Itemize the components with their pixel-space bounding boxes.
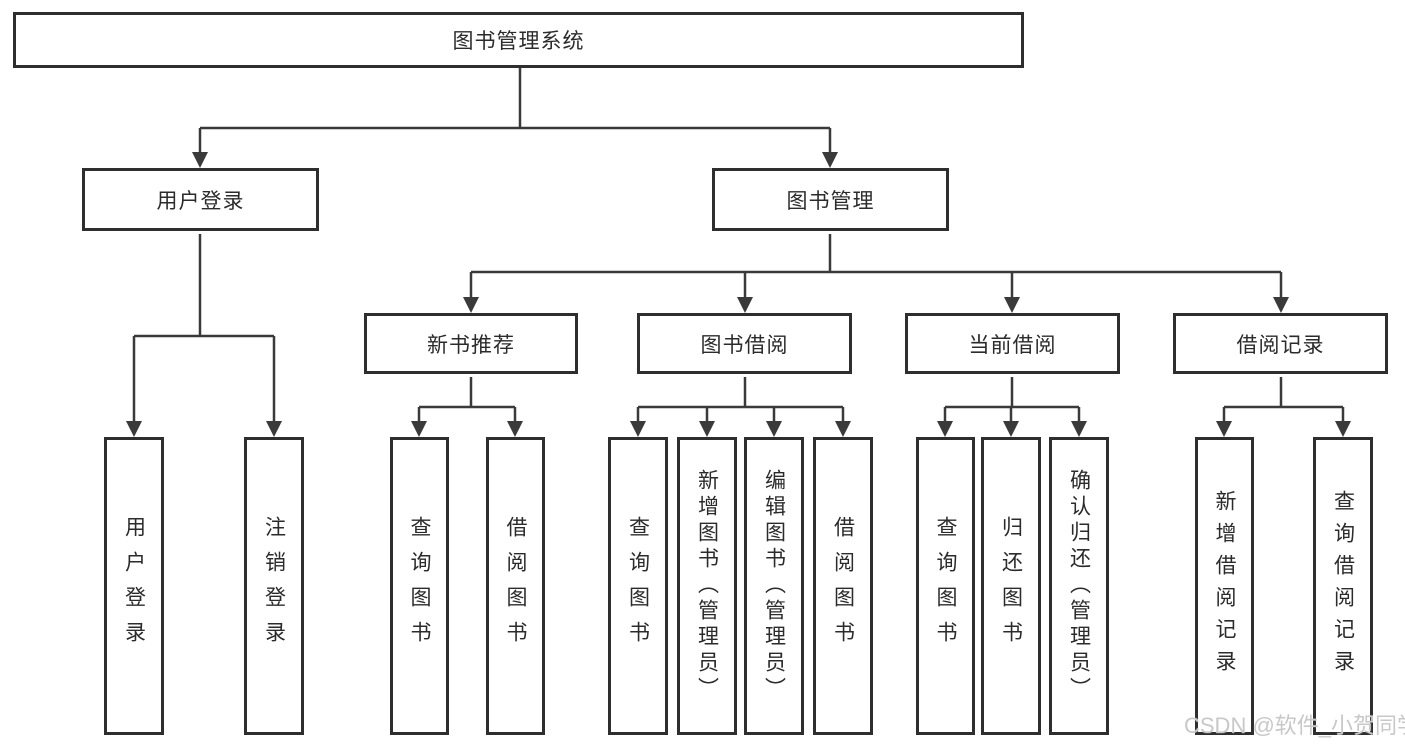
node-root-system-label: 图书管理系统 [452, 30, 585, 53]
leaf-add-book-admin-label: 新增图书（管理员） [695, 469, 719, 703]
node-current-borrow: 当前借阅 [905, 313, 1120, 374]
node-user-login: 用户登录 [82, 168, 319, 231]
leaf-add-book-admin: 新增图书（管理员） [677, 437, 737, 735]
leaf-query-book-borrow: 查询图书 [608, 437, 668, 735]
node-user-login-label: 用户登录 [156, 189, 245, 213]
node-current-borrow-label: 当前借阅 [968, 333, 1057, 357]
node-borrow-record: 借阅记录 [1173, 313, 1388, 374]
leaf-query-borrow-record: 查询借阅记录 [1313, 437, 1373, 735]
leaf-return-book-label: 归还图书 [999, 516, 1023, 656]
leaf-borrow-book-borrow: 借阅图书 [813, 437, 873, 735]
leaf-user-login: 用户登录 [104, 437, 164, 735]
csdn-watermark: CSDN @软件_小贺同学 [1184, 713, 1405, 738]
node-new-book-recommend-label: 新书推荐 [427, 333, 515, 357]
leaf-edit-book-admin: 编辑图书（管理员） [744, 437, 804, 735]
leaf-query-book-current-label: 查询图书 [934, 516, 957, 656]
node-root-system: 图书管理系统 [13, 12, 1024, 68]
leaf-add-borrow-record-label: 新增借阅记录 [1213, 490, 1236, 682]
leaf-user-login-label: 用户登录 [122, 516, 146, 656]
leaf-confirm-return-admin-label: 确认归还（管理员） [1067, 469, 1091, 703]
leaf-add-borrow-record: 新增借阅记录 [1195, 437, 1254, 735]
leaf-query-book-recommend: 查询图书 [390, 437, 449, 735]
arrowheads [126, 152, 1351, 437]
node-book-borrow: 图书借阅 [637, 313, 852, 374]
leaf-borrow-book-recommend-label: 借阅图书 [504, 516, 527, 656]
leaf-query-book-borrow-label: 查询图书 [626, 516, 650, 656]
leaf-logout: 注销登录 [244, 437, 304, 735]
leaf-logout-label: 注销登录 [262, 516, 286, 656]
leaf-edit-book-admin-label: 编辑图书（管理员） [762, 469, 786, 703]
leaf-borrow-book-recommend: 借阅图书 [486, 437, 545, 735]
node-book-management-label: 图书管理 [786, 189, 875, 213]
node-borrow-record-label: 借阅记录 [1236, 333, 1325, 357]
leaf-return-book: 归还图书 [981, 437, 1041, 735]
leaf-borrow-book-borrow-label: 借阅图书 [831, 516, 855, 656]
leaf-query-book-current: 查询图书 [916, 437, 975, 735]
node-new-book-recommend: 新书推荐 [364, 313, 578, 374]
node-book-management: 图书管理 [712, 168, 949, 231]
leaf-confirm-return-admin: 确认归还（管理员） [1049, 437, 1109, 735]
leaf-query-borrow-record-label: 查询借阅记录 [1331, 490, 1355, 682]
leaf-query-book-recommend-label: 查询图书 [408, 516, 431, 656]
node-book-borrow-label: 图书借阅 [700, 333, 789, 357]
